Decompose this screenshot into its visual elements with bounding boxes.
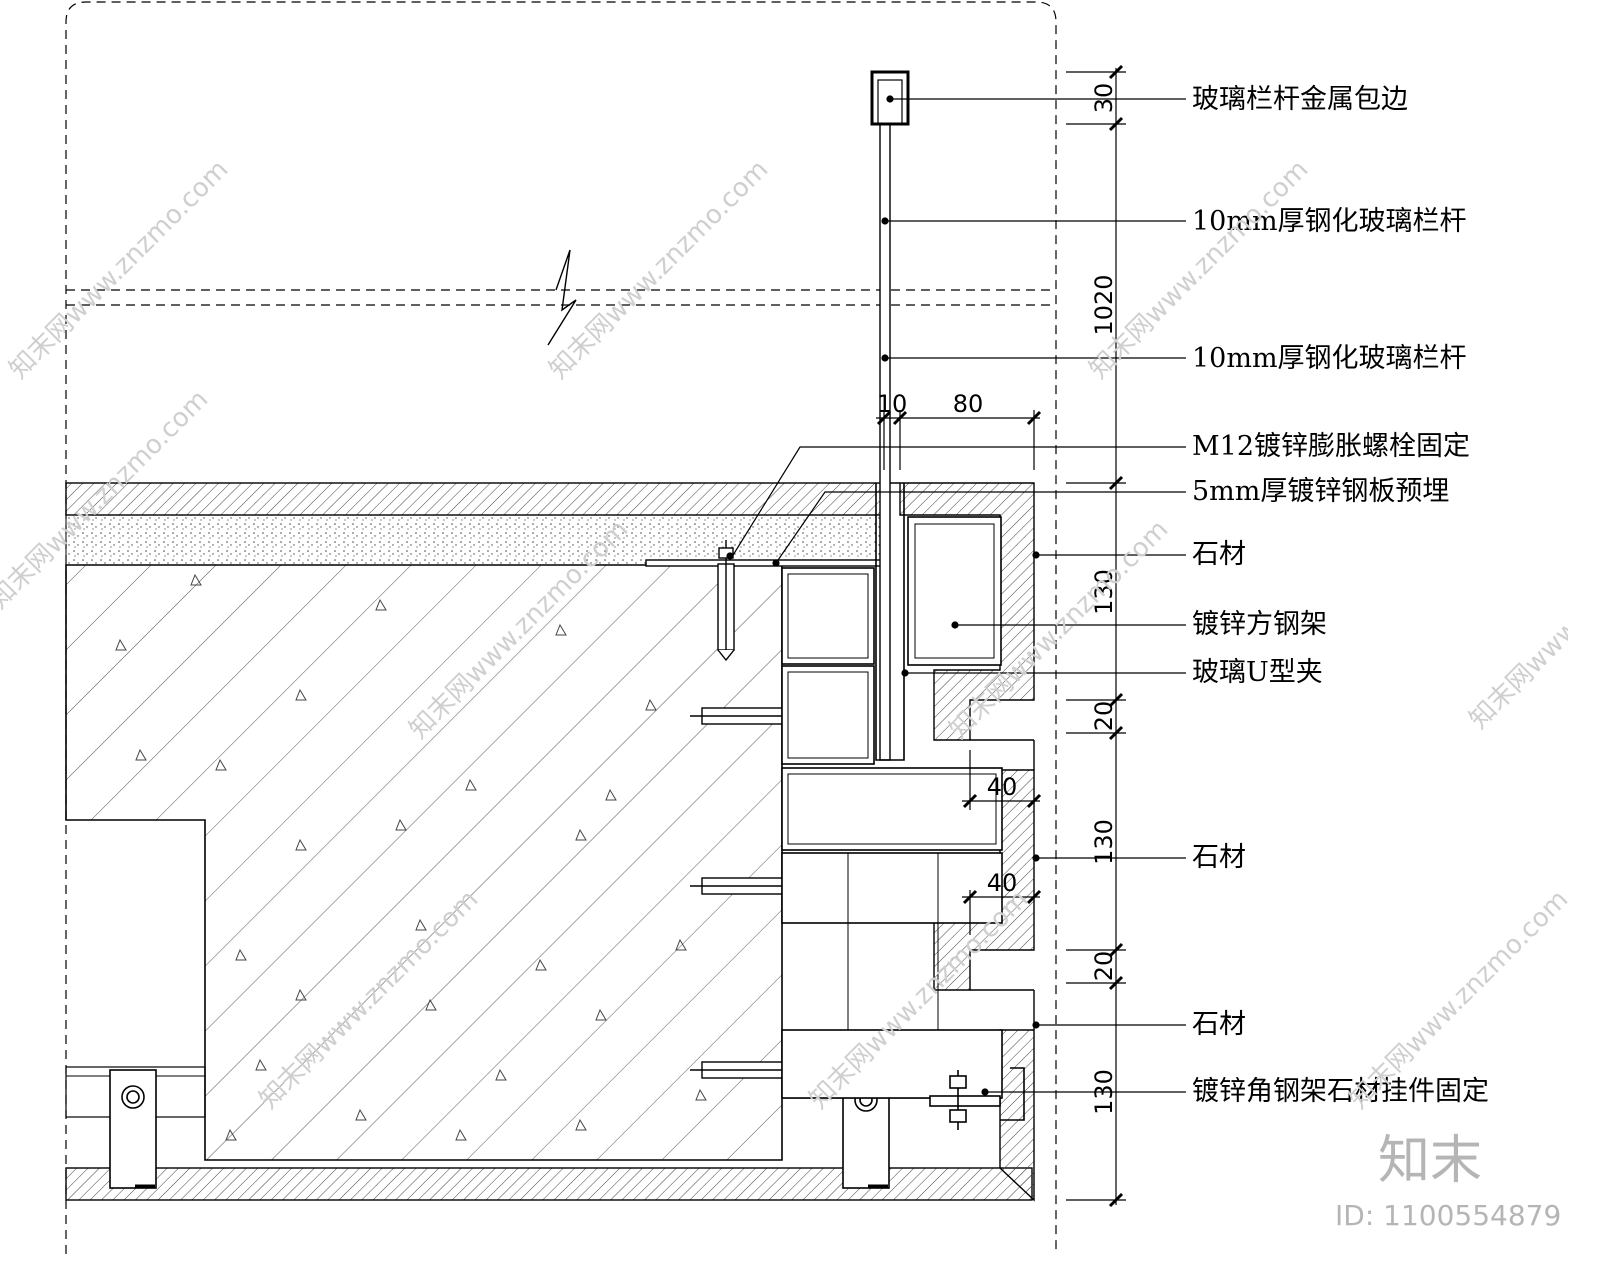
label-angle-steel-anchor: 镀锌角钢架石材挂件固定	[1192, 1076, 1489, 1107]
glass-u-clip	[875, 483, 905, 761]
horizontal-dimension-top	[876, 410, 1042, 470]
expansion-bolt-vertical	[717, 540, 735, 662]
dim-130-bottom: 130	[1090, 1069, 1118, 1115]
dim-130-top: 130	[1090, 569, 1118, 615]
angle-steel-anchor	[929, 1067, 1025, 1130]
dim-10: 10	[877, 390, 908, 418]
dim-30: 30	[1090, 83, 1118, 114]
label-glass-panel-1: 10mm厚钢化玻璃栏杆	[1192, 206, 1467, 237]
screed-layer	[65, 514, 885, 566]
label-steel-plate: 5mm厚镀锌钢板预埋	[1192, 476, 1449, 507]
label-glass-u-clip: 玻璃U型夹	[1192, 657, 1323, 688]
leader-lines	[726, 95, 1186, 1096]
image-id: ID: 1100554879	[1335, 1199, 1561, 1232]
break-boundary	[65, 1, 1057, 1254]
brand-logo: 知末	[1378, 1131, 1482, 1191]
top-finish-layer	[65, 482, 885, 516]
ceiling-hanger-left	[109, 1069, 157, 1189]
label-stone-1: 石材	[1192, 539, 1246, 570]
stone-cladding-top	[884, 482, 1035, 741]
vertical-dimension-chain	[1066, 64, 1126, 1208]
label-square-steel-frame: 镀锌方钢架	[1192, 609, 1327, 640]
horizontal-dimension-40a	[962, 750, 1042, 810]
watermark-text: 知末网www.znzmo.com	[1464, 504, 1568, 735]
dim-80: 80	[953, 390, 984, 418]
embedded-steel-plate	[645, 559, 883, 567]
concrete-slab	[65, 564, 783, 1161]
tempered-glass-panel	[879, 119, 891, 761]
dim-40-upper: 40	[987, 773, 1018, 801]
break-symbol	[547, 249, 577, 346]
label-stone-2: 石材	[1192, 842, 1246, 873]
section-drawing: 30 1020 130 20 130 20 130 10 80 40 40 玻璃…	[0, 1, 1568, 1254]
concrete-aggregate	[115, 573, 727, 1141]
watermark-text: 知末网www.znzmo.com	[4, 154, 235, 385]
galvanized-square-steel-frame	[781, 516, 1003, 1099]
dim-130-mid: 130	[1090, 819, 1118, 865]
stone-cladding-bottom	[999, 1029, 1035, 1202]
label-glass-metal-cap: 玻璃栏杆金属包边	[1192, 84, 1408, 115]
watermark-text: 知末网www.znzmo.com	[544, 154, 775, 385]
label-glass-panel-2: 10mm厚钢化玻璃栏杆	[1192, 343, 1467, 374]
horizontal-dimension-40b	[962, 889, 1042, 935]
dim-20-bottom: 20	[1090, 951, 1118, 982]
label-stone-3: 石材	[1192, 1009, 1246, 1040]
dim-40-lower: 40	[987, 869, 1018, 897]
label-expansion-bolt: M12镀锌膨胀螺栓固定	[1192, 431, 1470, 462]
dim-1020: 1020	[1090, 274, 1118, 335]
dim-20-top: 20	[1090, 701, 1118, 732]
